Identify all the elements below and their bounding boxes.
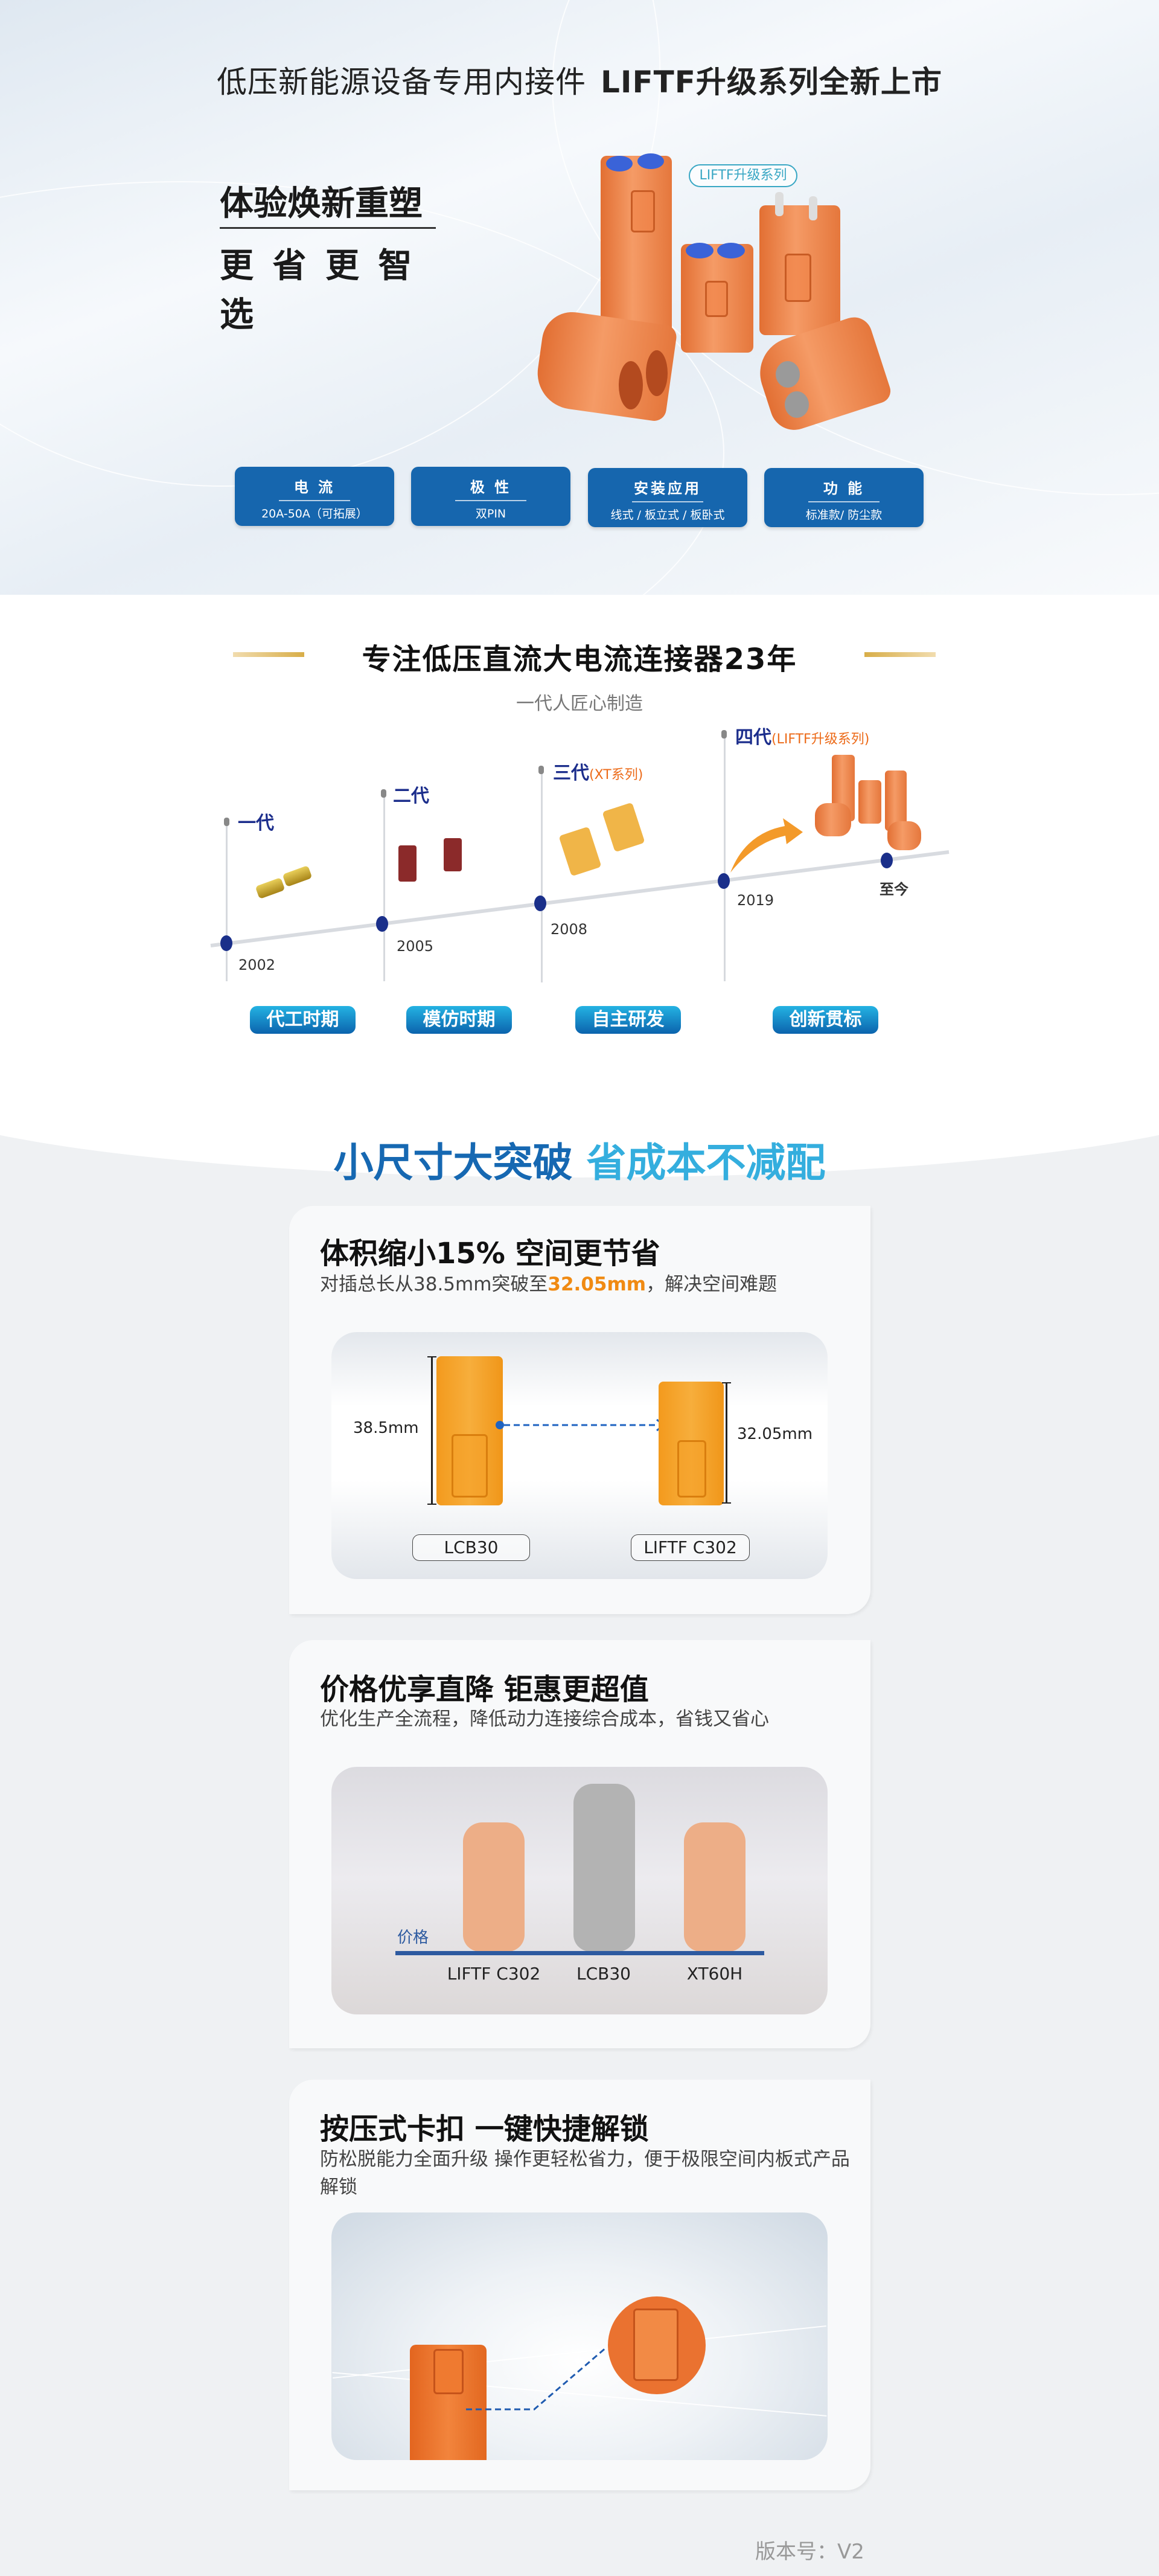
price-bar-liftf-c302: [463, 1822, 525, 1952]
price-bar-lcb30: [573, 1784, 635, 1952]
price-bar-xt60h: [684, 1822, 746, 1952]
timeline-dot-2019: [718, 873, 730, 889]
stage-badge-innovation: 创新贯标: [773, 1006, 878, 1034]
gen-1-label: 一代: [238, 813, 274, 834]
spec-card-function: 功 能标准款/ 防尘款: [764, 468, 924, 527]
size-card-subtitle: 对插总长从38.5mm突破至32.05mm，解决空间难题: [320, 1274, 777, 1295]
price-axis: [395, 1951, 764, 1955]
zoom-callout-line: [466, 2346, 607, 2411]
size-card-title: 体积缩小15% 空间更节省: [320, 1237, 660, 1270]
old-length-label: 38.5mm: [353, 1419, 419, 1437]
latch-detail-magnifier: [608, 2296, 706, 2394]
spec-card-installation: 安装应用线式 / 板立式 / 板卧式: [588, 468, 747, 527]
timeline-axis: [210, 850, 950, 947]
year-2002: 2002: [238, 956, 276, 973]
slogan-2: 更 省 更 智 选: [220, 246, 416, 335]
price-axis-label: 价格: [397, 1929, 429, 1947]
liftf-c302-label: LIFTF C302: [631, 1534, 750, 1561]
series-tag: LIFTF升级系列: [689, 164, 797, 187]
price-card-title: 价格优享直降 钜惠更超值: [320, 1673, 649, 1706]
stage-badge-oem: 代工时期: [250, 1006, 356, 1034]
arrow-icon: [730, 818, 803, 873]
price-card-subtitle: 优化生产全流程，降低动力连接综合成本，省钱又省心: [320, 1708, 769, 1730]
year-now: 至今: [880, 881, 908, 898]
spec-card-polarity: 极 性双PIN: [411, 467, 570, 526]
shrink-arrow: [496, 1418, 666, 1432]
year-2008: 2008: [551, 921, 588, 938]
new-length-label: 32.05mm: [737, 1425, 813, 1443]
history-subtitle: 一代人匠心制造: [516, 693, 643, 714]
slogan-divider: [220, 227, 436, 229]
timeline-dot-now: [881, 853, 893, 868]
stage-badge-self-rd: 自主研发: [575, 1006, 681, 1034]
latch-card-title: 按压式卡扣 一键快捷解锁: [320, 2112, 649, 2146]
category-label: XT60H: [686, 1964, 743, 1984]
size-compare-panel: [331, 1332, 828, 1579]
gen-2-label: 二代: [393, 786, 429, 807]
latch-image-panel: [331, 2212, 828, 2460]
year-2019: 2019: [737, 892, 774, 909]
history-title: 专注低压直流大电流连接器23年: [362, 642, 797, 676]
category-label: LCB30: [576, 1964, 631, 1984]
year-2005: 2005: [397, 938, 434, 955]
gen-2-product: [398, 845, 417, 882]
gold-line-left: [233, 652, 304, 657]
gen-3-label: 三代(XT系列): [553, 763, 643, 784]
timeline-dot-2005: [376, 916, 388, 932]
stage-badge-imitation: 模仿时期: [406, 1006, 512, 1034]
category-label: LIFTF C302: [447, 1964, 541, 1984]
slogan-1: 体验焕新重塑: [220, 184, 423, 223]
timeline-dot-2002: [220, 935, 232, 951]
gen-4-label: 四代(LIFTF升级系列): [735, 727, 870, 748]
features-headline: 小尺寸大突破 省成本不减配: [333, 1139, 826, 1186]
latch-card-subtitle: 防松脱能力全面升级 操作更轻松省力，便于极限空间内板式产品解锁: [320, 2148, 850, 2198]
version-label: 版本号：V2: [755, 2540, 864, 2564]
lcb30-label: LCB30: [412, 1534, 530, 1561]
timeline-dot-2008: [534, 896, 546, 911]
